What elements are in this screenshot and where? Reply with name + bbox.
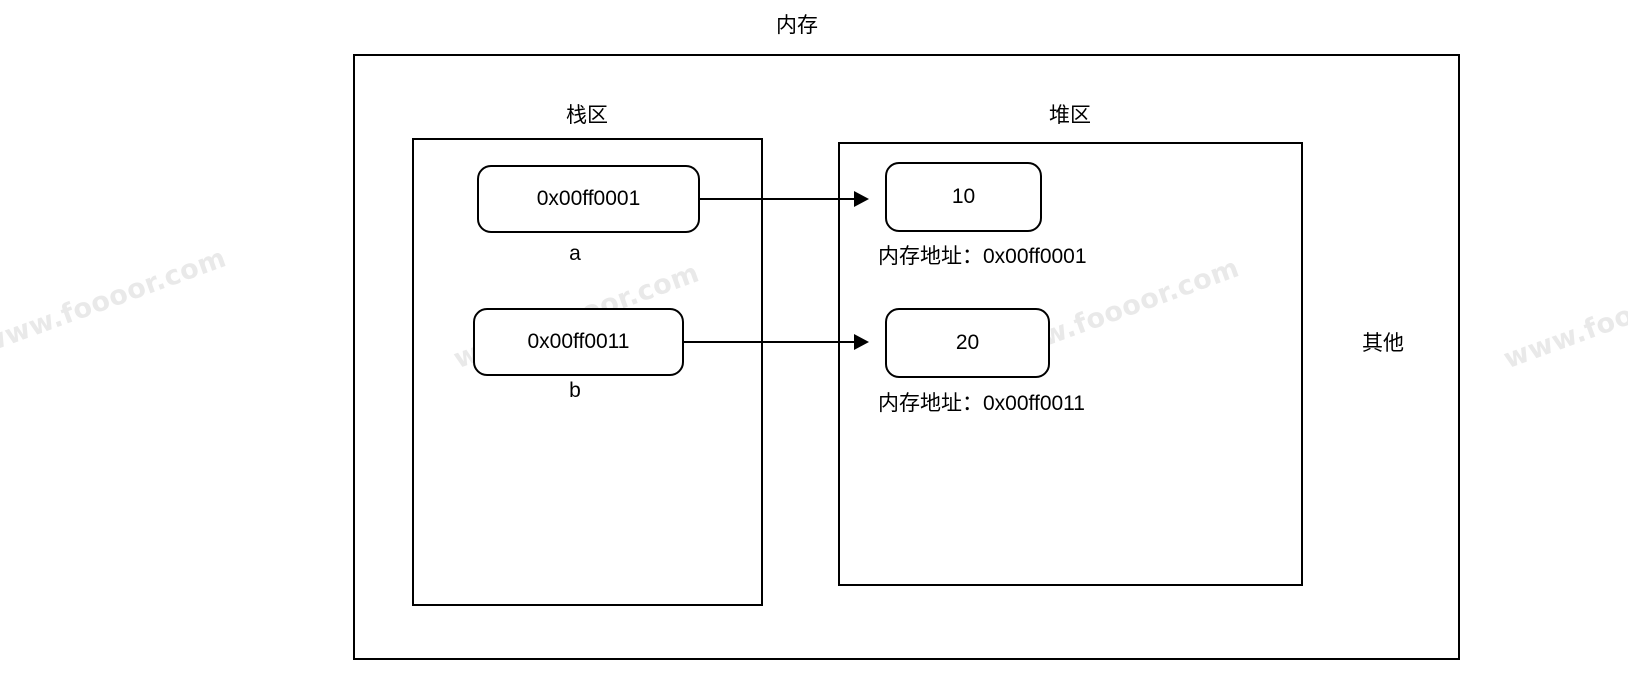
stack-var-name-a: a (569, 242, 581, 265)
heap-address-label-b: 内存地址：0x00ff0011 (878, 392, 1085, 415)
heap-region-box (838, 142, 1303, 586)
watermark-right: www.foooor.com (1499, 257, 1628, 376)
stack-region-label: 栈区 (566, 104, 608, 127)
heap-cell-value-20: 20 (885, 308, 1050, 378)
page-title: 内存 (776, 14, 818, 37)
heap-address-label-a: 内存地址：0x00ff0001 (878, 245, 1087, 268)
memory-outer-box (353, 54, 1460, 660)
stack-cell-b: 0x00ff0011 (473, 308, 684, 376)
heap-region-label: 堆区 (1049, 104, 1091, 127)
pointer-arrow-a (700, 198, 867, 200)
pointer-arrow-b (684, 341, 867, 343)
stack-var-name-b: b (569, 379, 581, 402)
stack-cell-a: 0x00ff0001 (477, 165, 700, 233)
other-region-label: 其他 (1362, 332, 1404, 355)
heap-cell-value-10: 10 (885, 162, 1042, 232)
watermark-left: www.foooor.com (0, 242, 231, 361)
stack-region-box (412, 138, 763, 606)
